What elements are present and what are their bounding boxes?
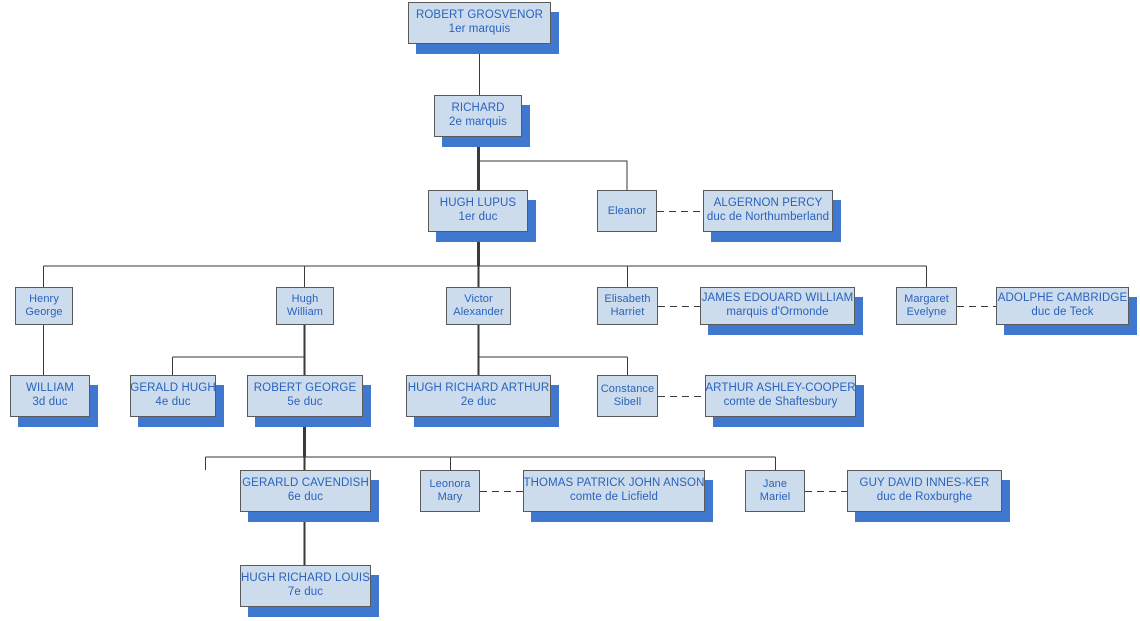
node-title: ADOLPHE CAMBRIDGE bbox=[997, 292, 1128, 305]
node-subtitle: 6e duc bbox=[287, 491, 324, 503]
node-title: ROBERT GEORGE bbox=[253, 382, 357, 395]
node-title: ARTHUR ASHLEY-COOPER bbox=[705, 382, 856, 395]
node-subtitle: 2e marquis bbox=[449, 116, 507, 128]
node-subtitle: duc de Roxburghe bbox=[876, 491, 973, 503]
node-title: Elisabeth bbox=[604, 293, 651, 306]
node-subtitle: 2e duc bbox=[460, 396, 497, 408]
node-subtitle: William bbox=[286, 306, 324, 318]
node-title: ROBERT GROSVENOR bbox=[415, 9, 544, 22]
node-eleanor[interactable]: Eleanor bbox=[597, 190, 657, 232]
node-subtitle: 4e duc bbox=[155, 396, 191, 408]
node-subtitle: marquis d'Ormonde bbox=[726, 306, 829, 318]
node-subtitle: Alexander bbox=[453, 306, 504, 318]
node-title: THOMAS PATRICK JOHN ANSON bbox=[523, 477, 705, 490]
node-subtitle: 7e duc bbox=[287, 586, 324, 598]
node-title: ALGERNON PERCY bbox=[713, 197, 823, 210]
node-title: Victor bbox=[464, 293, 493, 306]
node-subtitle: 5e duc bbox=[287, 396, 323, 408]
node-title: GUY DAVID INNES-KER bbox=[859, 477, 990, 490]
node-title: GERALD HUGH bbox=[130, 382, 216, 395]
node-title: Margaret bbox=[904, 293, 949, 306]
node-title: RICHARD bbox=[451, 102, 505, 115]
node-title: GERARLD CAVENDISH bbox=[242, 477, 369, 490]
node-title: WILLIAM bbox=[26, 382, 74, 395]
node-subtitle: comte de Licfield bbox=[570, 491, 658, 503]
node-subtitle: duc de Teck bbox=[1031, 306, 1094, 318]
node-title: HUGH LUPUS bbox=[439, 197, 517, 210]
node-title: Eleanor bbox=[607, 204, 647, 217]
node-title: HUGH RICHARD LOUIS bbox=[241, 572, 370, 585]
node-title: JAMES EDOUARD WILLIAM bbox=[701, 292, 854, 305]
node-subtitle: Sibell bbox=[613, 396, 642, 408]
node-subtitle: comte de Shaftesbury bbox=[723, 396, 838, 408]
node-subtitle: George bbox=[25, 306, 63, 318]
node-subtitle: 1er marquis bbox=[448, 23, 511, 35]
node-subtitle: Mary bbox=[437, 491, 463, 503]
node-subtitle: duc de Northumberland bbox=[706, 211, 830, 223]
node-title: Constance bbox=[600, 383, 655, 396]
node-subtitle: Harriet bbox=[610, 306, 645, 318]
node-subtitle: Mariel bbox=[759, 491, 791, 503]
node-title: Hugh bbox=[291, 293, 319, 306]
node-title: Jane bbox=[762, 478, 788, 491]
node-title: Leonora bbox=[429, 478, 471, 491]
node-subtitle: Evelyne bbox=[906, 306, 947, 318]
node-title: Henry bbox=[29, 293, 59, 306]
node-subtitle: 1er duc bbox=[458, 211, 498, 223]
node-title: HUGH RICHARD ARTHUR bbox=[407, 382, 550, 395]
node-subtitle: 3d duc bbox=[32, 396, 68, 408]
